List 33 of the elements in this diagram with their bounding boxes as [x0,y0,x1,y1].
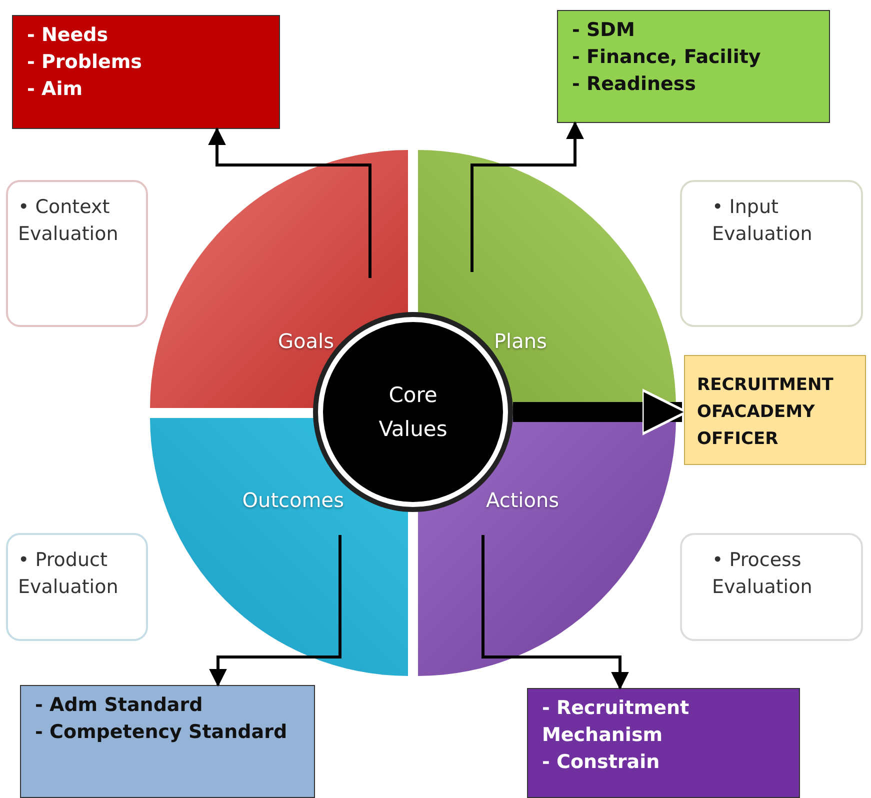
list-item: - Readiness [572,72,697,97]
node-label: • Context Evaluation [18,195,120,247]
arrow [470,121,584,272]
segment-label: Actions [486,488,560,512]
node-label: • Product Evaluation [18,548,120,600]
list-item: - Finance, Facility [572,45,762,70]
list-item: - Aim [27,77,84,102]
arrow [209,535,342,687]
list-item: - Adm Standard [35,693,204,718]
note-box [20,685,315,798]
segment-label: Plans [494,329,547,353]
evaluation-box [680,533,863,641]
evaluation-box [6,533,148,641]
list-item: - Needs [27,23,110,48]
evaluation-box [6,180,148,327]
list-item: - Problems [27,50,143,75]
node-label: • Input Evaluation [712,195,814,247]
node-label: RECRUITMENT OFACADEMY OFFICER [697,374,834,451]
list-item: - SDM [572,18,636,43]
arrow [482,535,629,690]
node-label: Core Values [378,382,448,443]
list-item: - Constrain [542,750,661,775]
list-item: - Competency Standard [35,720,288,745]
node-label: • Process Evaluation [712,548,814,600]
note-box [12,15,280,129]
note-box [557,10,830,123]
list-item: - Recruitment Mechanism [542,696,690,748]
evaluation-box [680,180,863,327]
arrow [208,127,372,278]
result-box [684,355,866,465]
note-box [527,688,800,798]
segment-label: Goals [278,329,334,353]
segment-label: Outcomes [242,488,344,512]
